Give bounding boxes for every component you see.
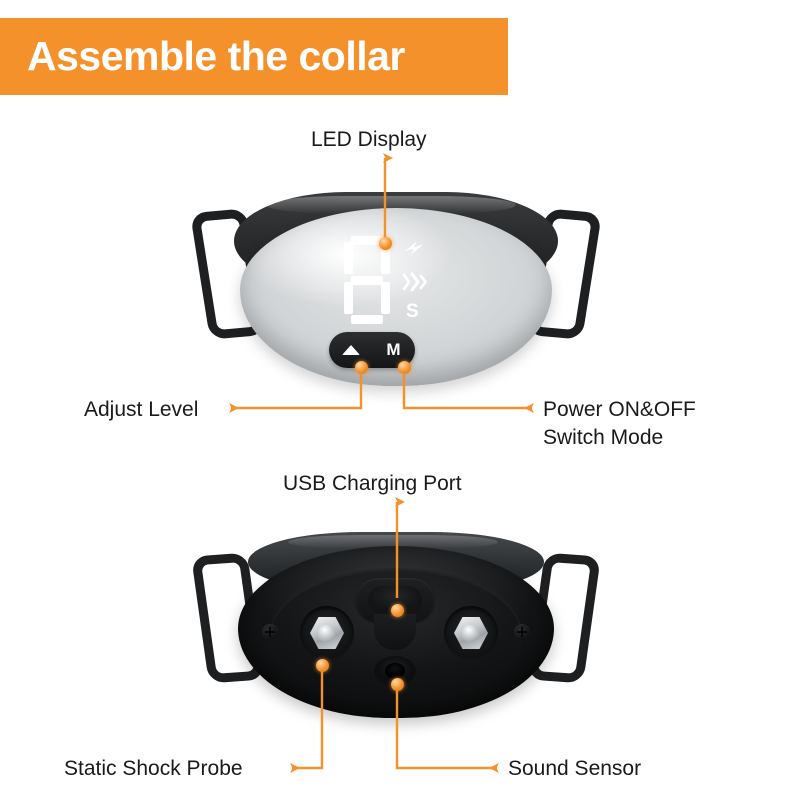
usb-charging-port-neck xyxy=(374,614,416,650)
collar-front-view: S M xyxy=(190,192,602,388)
static-shock-probe-tip-left xyxy=(317,625,336,642)
callout-label-sound-sensor: Sound Sensor xyxy=(508,755,641,783)
callout-text-led-display: LED Display xyxy=(311,128,427,151)
callout-dot-sound-sensor xyxy=(390,678,404,691)
vibration-icon xyxy=(402,272,427,292)
mode-button-label: M xyxy=(386,340,401,359)
led-display-status-icons: S xyxy=(401,240,435,326)
segment-c xyxy=(381,282,390,314)
callout-label-static-shock-probe: Static Shock Probe xyxy=(64,755,243,783)
segment-b xyxy=(381,242,390,274)
segment-f xyxy=(344,242,353,274)
callout-text-power-onoff: Power ON&OFF xyxy=(543,398,696,421)
led-display-digit xyxy=(344,236,390,324)
callout-dot-mode-button xyxy=(397,361,411,374)
callout-label-led-display: LED Display xyxy=(311,126,427,154)
callout-text-adjust-level: Adjust Level xyxy=(84,398,199,421)
triangle-up-icon xyxy=(341,345,360,355)
segment-a xyxy=(351,236,383,245)
callout-text-usb-charging-port: USB Charging Port xyxy=(283,472,462,495)
callout-text-static-shock-probe: Static Shock Probe xyxy=(64,757,243,780)
collar-back-view xyxy=(191,532,601,732)
collar-back-rim-highlight xyxy=(288,535,498,549)
callout-dot-static-shock-probe xyxy=(315,659,329,672)
segment-g xyxy=(351,276,383,285)
mode-button[interactable]: M xyxy=(372,332,415,368)
static-shock-probe-tip-right xyxy=(461,625,480,642)
adjust-level-button[interactable] xyxy=(329,332,372,368)
callout-label-power-switch: Power ON&OFF Switch Mode xyxy=(543,396,696,451)
collar-top-rim-highlight xyxy=(266,196,516,214)
sound-sensor-hole xyxy=(385,663,405,679)
screw-left xyxy=(262,624,278,640)
screw-right xyxy=(514,624,530,640)
header-banner: Assemble the collar xyxy=(0,18,508,95)
callout-dot-led-display xyxy=(378,237,392,250)
callout-label-adjust-level: Adjust Level xyxy=(84,396,198,424)
sound-icon: S xyxy=(406,301,419,322)
callout-dot-usb-charging-port xyxy=(390,604,404,617)
shock-icon xyxy=(405,241,423,255)
callout-label-usb-charging-port: USB Charging Port xyxy=(283,470,462,498)
callout-text-sound-sensor: Sound Sensor xyxy=(508,757,642,780)
segment-d xyxy=(351,315,383,324)
callout-text-switch-mode: Switch Mode xyxy=(543,425,664,449)
callout-dot-adjust-level xyxy=(354,361,368,374)
page-title: Assemble the collar xyxy=(27,33,405,79)
segment-e xyxy=(344,282,353,314)
